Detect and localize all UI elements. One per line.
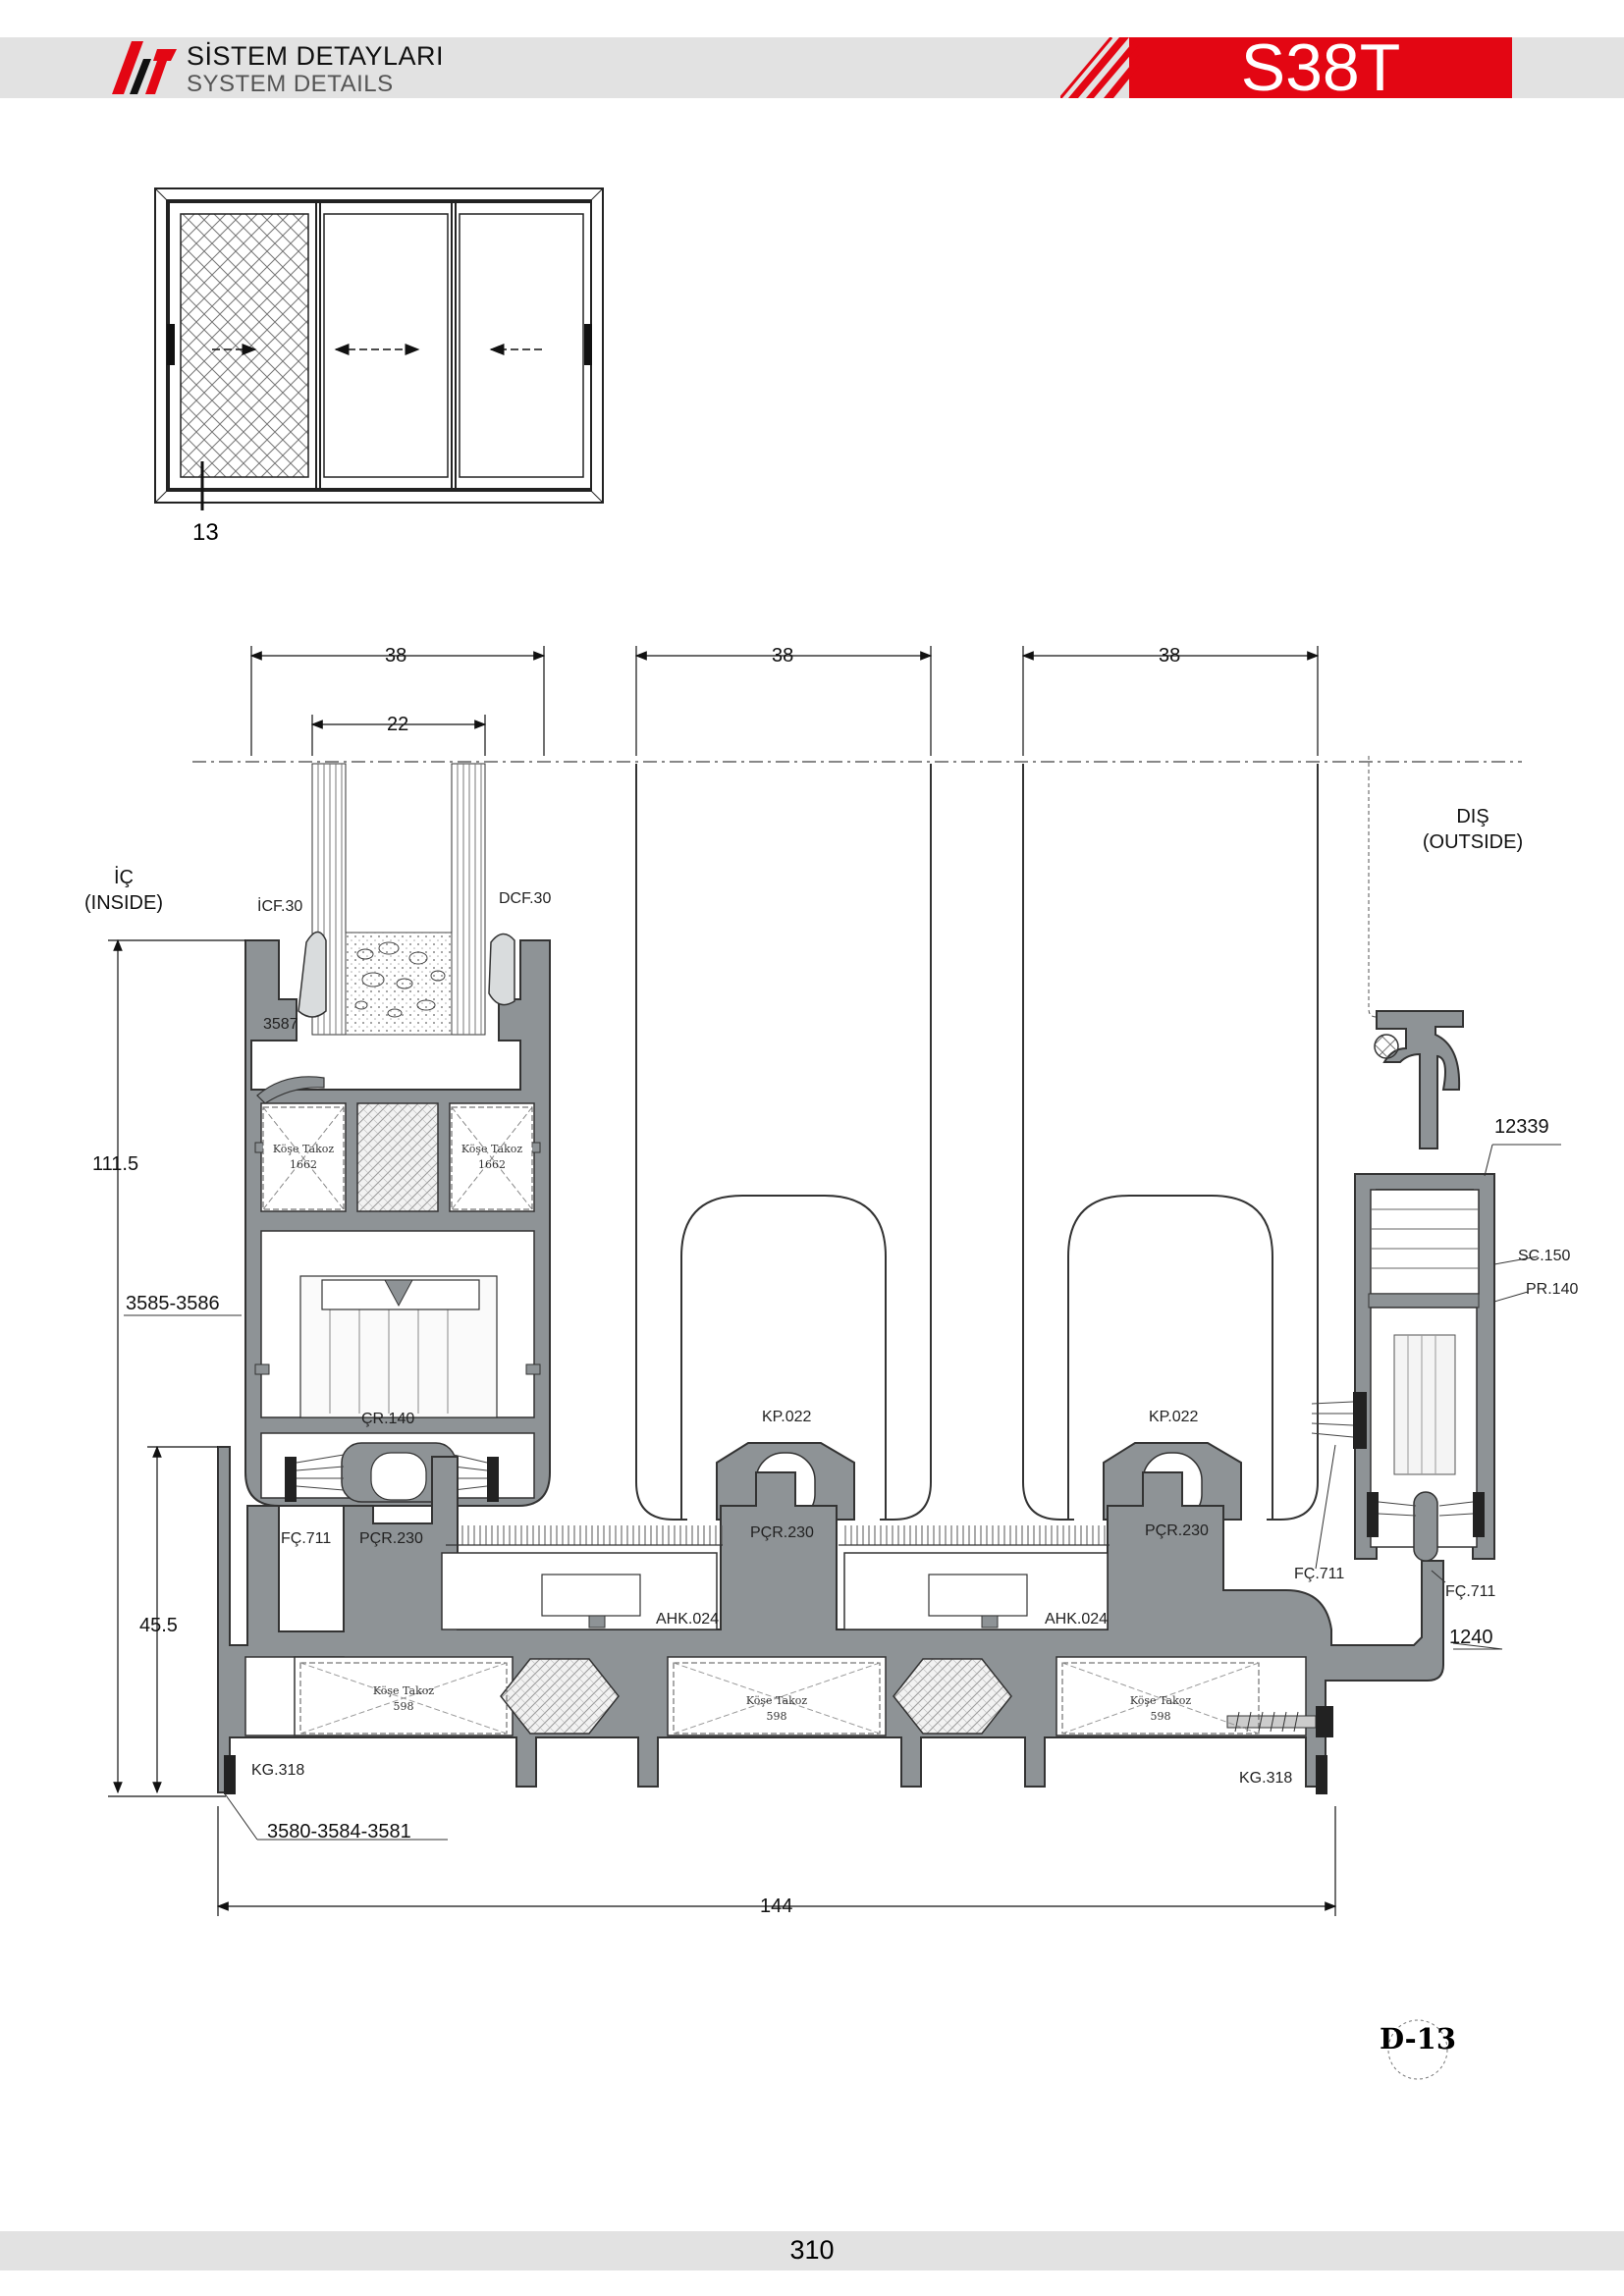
corner-block-top-left bbox=[262, 1106, 345, 1210]
label-fc711-r2: FÇ.711 bbox=[1445, 1583, 1495, 1600]
label-fc711-r1: FÇ.711 bbox=[1294, 1566, 1344, 1582]
dim-38-c: 38 bbox=[1159, 645, 1180, 667]
label-ahk024-right: AHK.024 bbox=[1045, 1611, 1108, 1628]
leader-lines bbox=[124, 1144, 1561, 1841]
dim-144: 144 bbox=[760, 1896, 792, 1917]
thermal-break-top bbox=[356, 1102, 439, 1212]
corner-block-b2-title: Köşe Takoz bbox=[746, 1694, 808, 1707]
label-3580-3584-3581: 3580-3584-3581 bbox=[267, 1821, 411, 1842]
label-kg318-left: KG.318 bbox=[251, 1762, 304, 1779]
corner-block-tl-title: Köşe Takoz bbox=[273, 1143, 335, 1155]
dim-111-5: 111.5 bbox=[92, 1153, 138, 1175]
inside-label-en: (INSIDE) bbox=[84, 892, 163, 914]
corner-block-b3-code: 598 bbox=[1151, 1710, 1171, 1723]
outer-gasket bbox=[488, 933, 515, 1006]
label-1240: 1240 bbox=[1449, 1627, 1493, 1648]
frame-screw bbox=[1226, 1706, 1333, 1737]
left-dimension-lines bbox=[108, 938, 1337, 1916]
label-pcr230-left: PÇR.230 bbox=[359, 1530, 423, 1547]
outside-label-tr: DIŞ bbox=[1456, 806, 1489, 828]
track-brush-2 bbox=[840, 1525, 1106, 1545]
sash-two-outline bbox=[635, 764, 932, 1521]
kg-seal-left bbox=[224, 1755, 236, 1794]
label-pcr230-mid: PÇR.230 bbox=[750, 1524, 814, 1541]
label-kp022-right: KP.022 bbox=[1149, 1409, 1199, 1425]
corner-block-bottom-2 bbox=[673, 1662, 881, 1735]
corner-block-tr-code: 1662 bbox=[478, 1158, 506, 1171]
detail-ref-circle bbox=[1387, 2019, 1448, 2080]
label-icf30: İCF.30 bbox=[257, 896, 302, 915]
footer-bar bbox=[0, 2231, 1624, 2270]
inner-gasket bbox=[298, 931, 327, 1018]
label-3587: 3587 bbox=[263, 1016, 298, 1033]
corner-block-tl-code: 1662 bbox=[290, 1158, 317, 1171]
corner-block-bottom-3 bbox=[1061, 1662, 1260, 1735]
label-3585-3586: 3585-3586 bbox=[126, 1293, 220, 1314]
track-brush-1 bbox=[458, 1525, 723, 1545]
glass-pane-right bbox=[451, 763, 486, 1036]
label-kg318-right: KG.318 bbox=[1239, 1770, 1292, 1787]
series-code: S38T bbox=[1240, 30, 1401, 105]
page-number: 310 bbox=[789, 2235, 835, 2265]
dim-45-5: 45.5 bbox=[139, 1615, 178, 1636]
bottom-frame bbox=[217, 1446, 1444, 1794]
corner-block-b1-title: Köşe Takoz bbox=[373, 1684, 435, 1697]
corner-block-b3-title: Köşe Takoz bbox=[1130, 1694, 1192, 1707]
dim-38-b: 38 bbox=[772, 645, 793, 667]
label-cr140: ÇR.140 bbox=[361, 1411, 414, 1427]
detail-reference: D-13 bbox=[1379, 2022, 1457, 2056]
thermal-break-bottom-1 bbox=[500, 1658, 620, 1735]
label-sc150: SC.150 bbox=[1518, 1248, 1570, 1264]
outside-label-en: (OUTSIDE) bbox=[1423, 831, 1523, 853]
header-title-en: SYSTEM DETAILS bbox=[187, 71, 394, 97]
dim-38-a: 38 bbox=[385, 645, 406, 667]
corner-block-top-right bbox=[451, 1106, 533, 1210]
label-fc711-left: FÇ.711 bbox=[281, 1530, 331, 1547]
label-ahk024-mid: AHK.024 bbox=[656, 1611, 719, 1628]
top-dimension-lines bbox=[192, 646, 1522, 763]
thermal-break-bottom-2 bbox=[893, 1658, 1012, 1735]
red-stripes-decoration bbox=[1060, 37, 1139, 98]
label-dcf30: DCF.30 bbox=[499, 890, 551, 907]
corner-block-b2-code: 598 bbox=[767, 1710, 787, 1723]
header-title-tr: SİSTEM DETAYLARI bbox=[187, 41, 445, 71]
kg-seal-right bbox=[1316, 1755, 1327, 1794]
corner-block-b1-code: 598 bbox=[394, 1700, 414, 1713]
label-12339: 12339 bbox=[1494, 1116, 1549, 1138]
window-elevation bbox=[154, 187, 604, 510]
label-pr140: PR.140 bbox=[1526, 1281, 1578, 1298]
company-logo bbox=[112, 41, 177, 94]
corner-block-tr-title: Köşe Takoz bbox=[461, 1143, 523, 1155]
series-code-block bbox=[1129, 37, 1512, 98]
label-pcr230-right: PÇR.230 bbox=[1145, 1522, 1209, 1539]
elevation-callout: 13 bbox=[192, 519, 219, 546]
sash-three-outline bbox=[1022, 764, 1319, 1521]
label-kp022-mid: KP.022 bbox=[762, 1409, 812, 1425]
corner-block-bottom-1 bbox=[299, 1662, 508, 1735]
dim-22: 22 bbox=[387, 714, 408, 735]
flyscreen-profile bbox=[1311, 756, 1495, 1562]
inside-label-tr: İÇ bbox=[114, 866, 134, 888]
